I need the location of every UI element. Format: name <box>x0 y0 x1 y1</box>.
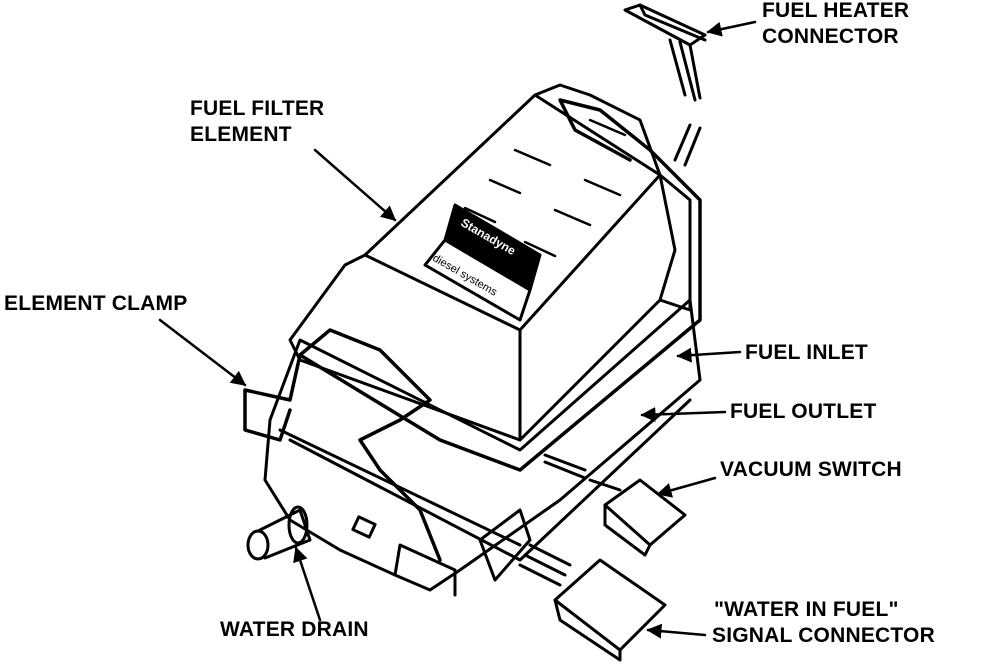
vacuum-switch <box>543 453 687 557</box>
label-line: SIGNAL CONNECTOR <box>712 624 935 647</box>
label-line: FUEL HEATER <box>762 0 910 22</box>
label-water-drain: WATER DRAIN <box>220 618 369 641</box>
label-line: CONNECTOR <box>762 25 899 48</box>
water-drain-valve <box>246 505 312 561</box>
label-water-in-fuel-connector: "WATER IN FUEL" SIGNAL CONNECTOR <box>712 597 935 649</box>
stanadyne-logo: Stanadyne diesel systems <box>423 203 542 322</box>
fuel-heater-connector <box>623 3 707 167</box>
label-line: FUEL FILTER <box>190 97 325 120</box>
label-fuel-inlet: FUEL INLET <box>745 341 868 364</box>
label-element-clamp: ELEMENT CLAMP <box>4 292 188 315</box>
label-fuel-heater-connector: FUEL HEATER CONNECTOR <box>762 0 909 50</box>
label-line: ELEMENT <box>190 123 292 146</box>
water-in-fuel-connector <box>478 508 667 662</box>
leader-arrows <box>158 20 757 639</box>
label-fuel-outlet: FUEL OUTLET <box>730 400 877 423</box>
label-vacuum-switch: VACUUM SWITCH <box>720 458 902 481</box>
label-line: "WATER IN FUEL" <box>714 598 899 621</box>
element-slots <box>463 118 627 258</box>
element-clamp <box>243 98 702 562</box>
label-fuel-filter-element: FUEL FILTER ELEMENT <box>190 96 324 148</box>
